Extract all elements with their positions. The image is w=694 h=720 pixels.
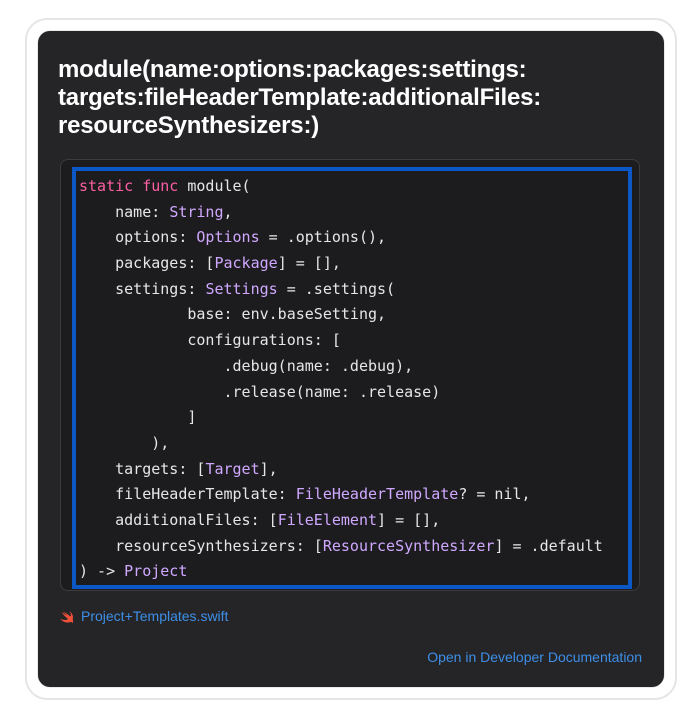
code-text: module( [178,177,251,195]
swift-icon [60,610,74,623]
code-text [133,177,142,195]
open-developer-documentation-link[interactable]: Open in Developer Documentation [427,649,642,665]
code-type-name: Project [124,562,188,581]
symbol-title: module(name:options:packages:settings: t… [58,56,644,140]
code-line: targets: [Target], [79,457,603,483]
code-text: ] = [], [277,254,341,273]
code-text: = .options(), [259,228,387,247]
code-line: additionalFiles: [FileElement] = [], [79,508,603,534]
code-text: targets: [ [79,459,206,478]
code-line: .release(name: .release) [79,380,603,406]
code-text: ), [79,433,170,452]
code-line: base: env.baseSetting, [79,302,603,328]
code-line: ) -> Project [79,559,603,585]
code-text: configurations: [ [79,331,341,350]
code-text: .release(name: .release) [79,382,441,401]
source-file-row: Project+Templates.swift [60,607,228,625]
code-text: packages: [ [79,254,215,273]
code-line: settings: Settings = .settings( [79,277,603,303]
source-file-link[interactable]: Project+Templates.swift [81,608,229,624]
code-text: fileHeaderTemplate: [79,485,296,504]
code-keyword: static [79,177,134,195]
code-type-name: Package [214,254,278,273]
code-type-name: FileElement [277,510,378,529]
code-text: ] = .default [494,536,603,555]
code-line: resourceSynthesizers: [ResourceSynthesiz… [79,534,603,560]
declaration-code: static func module( name: String, option… [79,174,603,585]
code-text: , [223,202,233,221]
code-line: packages: [Package] = [], [79,251,603,277]
code-line: .debug(name: .debug), [79,354,603,380]
code-type-name: Options [196,228,260,247]
quick-help-popover: module(name:options:packages:settings: t… [38,31,664,687]
code-line: ] [79,405,603,431]
code-type-name: ResourceSynthesizer [322,536,495,555]
code-text: options: [79,228,197,247]
code-text: ) -> [79,562,125,581]
code-line: configurations: [ [79,328,603,354]
code-text: base: env.baseSetting, [79,305,387,324]
code-text: ] [79,408,197,427]
code-type-name: String [169,202,224,221]
code-text: ] = [], [377,510,441,529]
code-text: settings: [79,279,206,298]
symbol-title-line: module(name:options:packages:settings: [58,56,527,83]
code-text: ? = nil, [458,485,531,504]
code-text: .debug(name: .debug), [79,356,414,375]
code-line: ), [79,431,603,457]
code-text: name: [79,202,170,221]
code-type-name: FileHeaderTemplate [295,485,459,504]
code-line: options: Options = .options(), [79,225,603,251]
symbol-title-line: resourceSynthesizers:) [58,112,320,139]
declaration-highlight: static func module( name: String, option… [72,167,632,589]
code-text: = .settings( [277,279,396,298]
declaration-code-block: static func module( name: String, option… [60,159,640,591]
code-type-name: Settings [205,279,278,298]
code-text: ], [259,459,278,478]
code-type-name: Target [205,459,260,478]
code-line: static func module( [79,174,603,200]
code-keyword: func [142,177,179,195]
symbol-title-line: targets:fileHeaderTemplate:additionalFil… [58,84,542,111]
code-line: name: String, [79,200,603,226]
code-text: additionalFiles: [ [79,510,278,529]
code-text: resourceSynthesizers: [ [79,536,323,555]
code-line: fileHeaderTemplate: FileHeaderTemplate? … [79,482,603,508]
